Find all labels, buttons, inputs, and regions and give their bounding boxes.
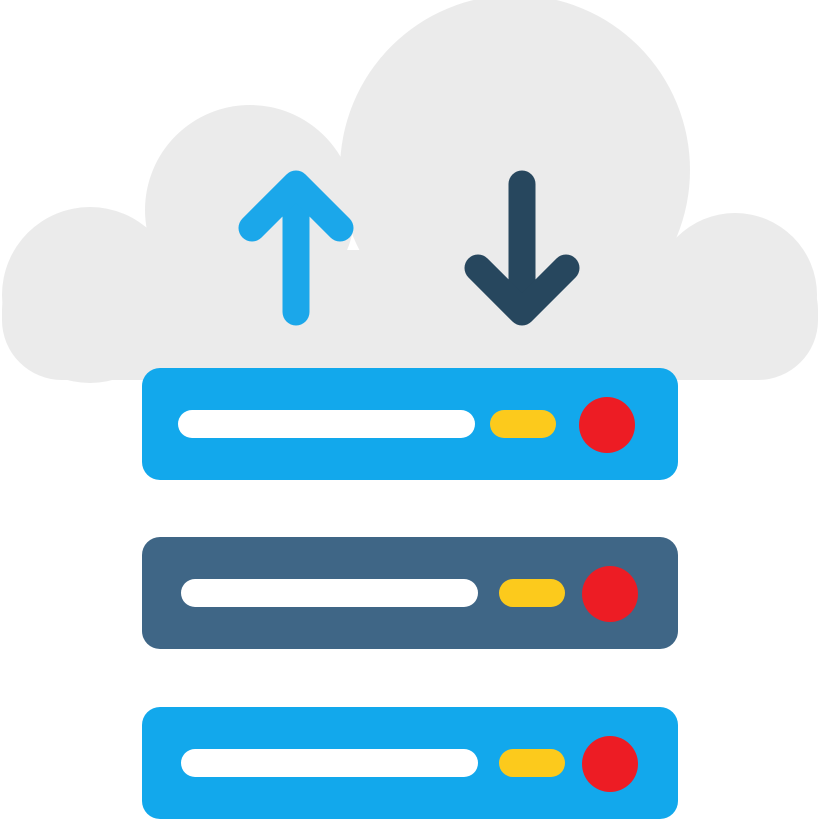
drive-slot — [178, 410, 475, 438]
drive-slot — [181, 579, 478, 607]
status-light — [579, 397, 635, 453]
server-rack-icon — [142, 368, 678, 480]
status-light — [582, 566, 638, 622]
activity-led — [499, 749, 565, 777]
status-light — [582, 736, 638, 792]
arrow-up-icon — [238, 170, 354, 326]
server-rack-icon — [142, 707, 678, 819]
activity-led — [490, 410, 556, 438]
activity-led — [499, 579, 565, 607]
cloud-icon — [2, 0, 818, 383]
arrow-down-icon — [464, 170, 580, 326]
drive-slot — [181, 749, 478, 777]
server-rack-icon — [142, 537, 678, 649]
